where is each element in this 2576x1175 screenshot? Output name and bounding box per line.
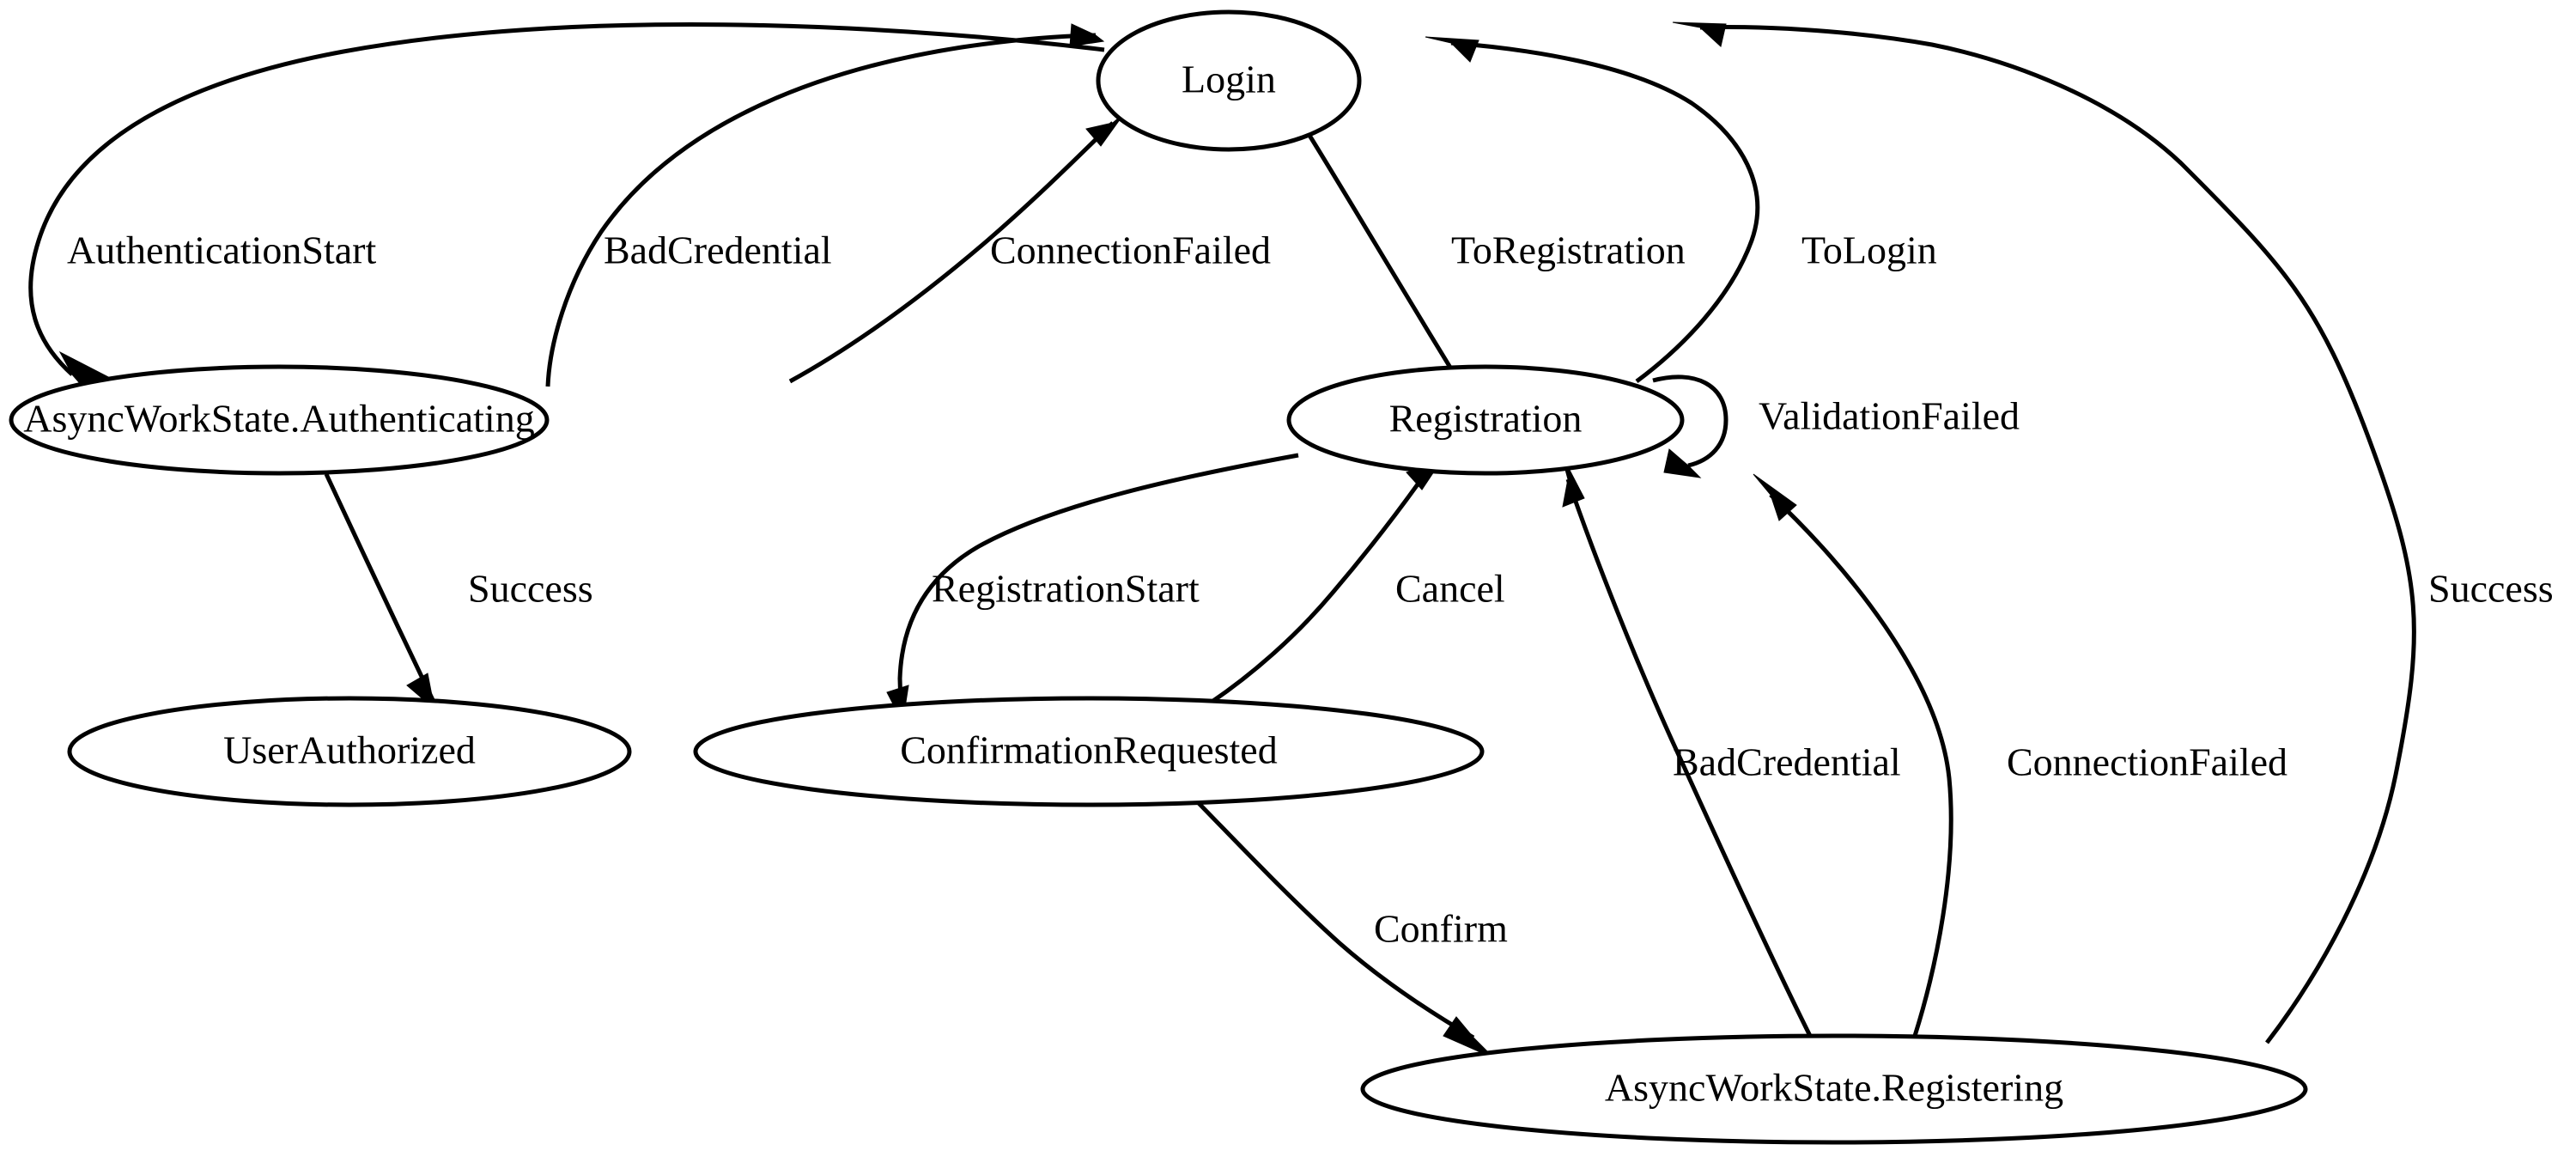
edge-path <box>897 453 1299 714</box>
edge-label-connection-failed-reg: ConnectionFailed <box>2007 740 2287 784</box>
edge-authentication-start[interactable]: AuthenticationStart <box>28 22 1105 396</box>
edge-validation-failed[interactable]: ValidationFailed <box>1652 374 2020 478</box>
edge-path <box>1652 374 1728 468</box>
edge-label-connection-failed-auth: ConnectionFailed <box>990 228 1271 272</box>
edge-label-authentication-start: AuthenticationStart <box>67 228 376 272</box>
node-label-login: Login <box>1182 58 1276 101</box>
edge-connection-failed-auth[interactable]: ConnectionFailed <box>788 112 1271 384</box>
edge-label-registration-start: RegistrationStart <box>932 567 1200 611</box>
edge-path <box>1192 796 1475 1040</box>
edge-success-auth[interactable]: Success <box>324 472 593 717</box>
node-label-registration: Registration <box>1389 397 1583 441</box>
node-shape <box>1286 364 1685 476</box>
edge-path <box>1306 132 1469 396</box>
node-shape <box>1096 9 1362 152</box>
arrowhead-icon <box>1753 473 1797 521</box>
node-shape <box>67 696 632 807</box>
edge-connection-failed-reg[interactable]: ConnectionFailed <box>1753 473 2287 1037</box>
node-async-work-state-registering[interactable]: AsyncWorkState.Registering <box>1360 1033 2308 1145</box>
node-label-user-authorized: UserAuthorized <box>223 728 476 772</box>
edge-registration-start[interactable]: RegistrationStart <box>886 453 1299 738</box>
edge-label-cancel: Cancel <box>1395 567 1505 611</box>
edge-label-success-auth: Success <box>468 567 593 611</box>
edge-path <box>1450 40 1760 384</box>
node-async-work-state-authenticating[interactable]: AsyncWorkState.Authenticating <box>9 364 550 476</box>
edge-label-confirm: Confirm <box>1374 907 1508 951</box>
edge-label-bad-credential-auth: BadCredential <box>604 228 832 272</box>
edge-path <box>1209 462 1435 705</box>
edge-success-reg[interactable]: Success <box>1672 21 2554 1044</box>
arrowhead-icon <box>1663 448 1702 478</box>
node-shape <box>1360 1033 2308 1145</box>
node-label-confirmation-requested: ConfirmationRequested <box>900 728 1277 772</box>
arrowhead-icon <box>1425 36 1479 63</box>
node-user-authorized[interactable]: UserAuthorized <box>67 696 632 807</box>
node-label-async-work-state-registering: AsyncWorkState.Registering <box>1605 1066 2063 1110</box>
node-label-async-work-state-authenticating: AsyncWorkState.Authenticating <box>23 397 534 441</box>
node-shape <box>693 696 1485 807</box>
edge-cancel[interactable]: Cancel <box>1209 453 1505 705</box>
edge-bad-credential-reg[interactable]: BadCredential <box>1560 453 1901 1038</box>
edge-path <box>1565 478 1813 1038</box>
edge-path <box>1769 493 1953 1037</box>
edge-label-to-login: ToLogin <box>1801 228 1937 272</box>
edge-path <box>28 22 1105 376</box>
edge-path <box>1699 25 2416 1044</box>
edge-label-success-reg: Success <box>2428 567 2554 611</box>
edge-label-to-registration: ToRegistration <box>1451 228 1686 272</box>
edge-bad-credential-auth[interactable]: BadCredential <box>545 23 1105 387</box>
edge-path <box>324 472 435 702</box>
edge-to-login[interactable]: ToLogin <box>1425 36 1937 384</box>
node-confirmation-requested[interactable]: ConfirmationRequested <box>693 696 1485 807</box>
node-shape <box>9 364 550 476</box>
edge-path <box>545 33 1097 387</box>
node-login[interactable]: Login <box>1096 9 1362 152</box>
edge-to-registration[interactable]: ToRegistration <box>1306 132 1686 411</box>
edge-label-bad-credential-reg: BadCredential <box>1673 740 1901 784</box>
arrowhead-icon <box>1672 21 1727 47</box>
node-registration[interactable]: Registration <box>1286 364 1685 476</box>
edge-confirm[interactable]: Confirm <box>1192 796 1508 1059</box>
edge-path <box>788 121 1115 384</box>
arrowhead-icon <box>1069 23 1105 47</box>
edge-label-validation-failed: ValidationFailed <box>1759 394 2020 438</box>
